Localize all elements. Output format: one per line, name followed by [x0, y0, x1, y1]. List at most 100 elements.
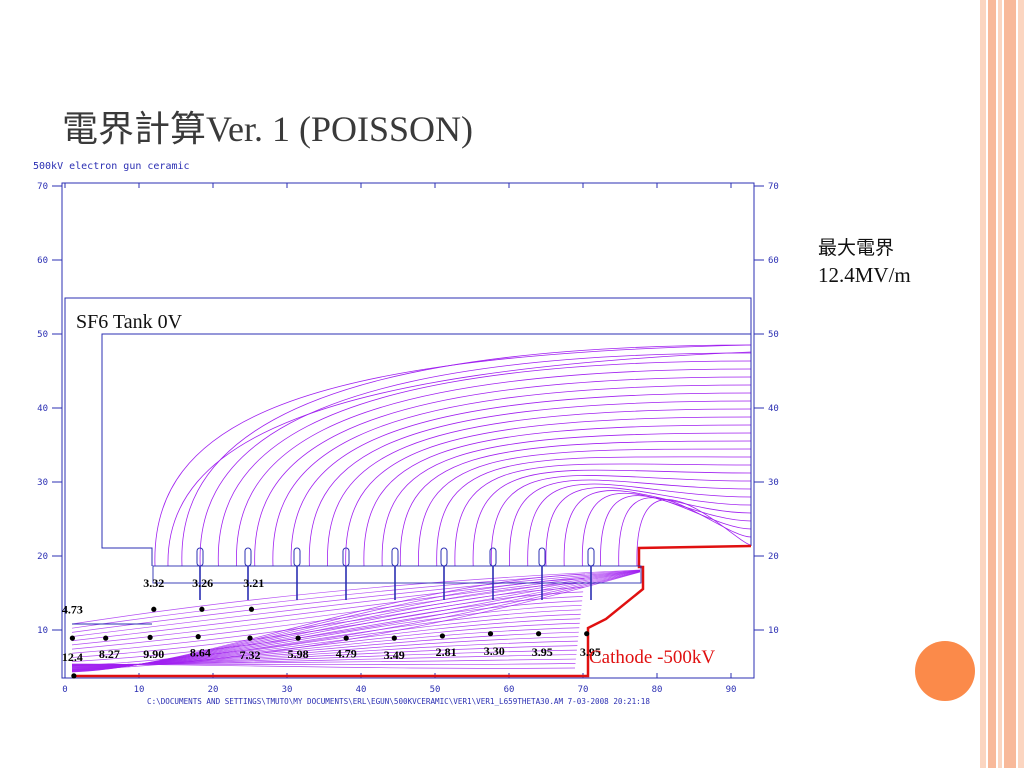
- field-marker-dot: [71, 673, 77, 679]
- field-line: [418, 448, 752, 567]
- x-tick-label: 60: [504, 685, 515, 695]
- field-line: [272, 384, 752, 567]
- field-line: [254, 376, 752, 567]
- field-line: [363, 424, 752, 567]
- field-line: [71, 569, 641, 625]
- x-tick-label: 20: [208, 685, 219, 695]
- field-line: [181, 344, 752, 567]
- electrode-ring: [440, 547, 448, 567]
- decorative-orange-circle: [915, 641, 975, 701]
- field-marker-dot: [247, 635, 253, 641]
- slide-title: 電界計算Ver. 1 (POISSON): [62, 109, 474, 149]
- x-tick-label: 70: [578, 685, 589, 695]
- field-value-label: 12.4: [62, 650, 83, 664]
- y-tick-label: 10: [768, 626, 779, 636]
- tank-label: SF6 Tank 0V: [76, 311, 183, 333]
- cathode-label: Cathode -500kV: [589, 647, 715, 668]
- x-tick-label: 50: [430, 685, 441, 695]
- deco-stripe: [1004, 0, 1016, 768]
- inner-tank-boundary: [101, 333, 751, 566]
- x-tick-label: 80: [652, 685, 663, 695]
- y-tick-label: 60: [768, 256, 779, 266]
- field-marker-dot: [195, 634, 201, 640]
- field-line: [71, 663, 576, 669]
- field-line: [217, 360, 752, 567]
- field-value-label: 3.26: [192, 576, 213, 590]
- geometry: [64, 297, 752, 678]
- y-tick-label: 30: [768, 478, 779, 488]
- field-line: [509, 479, 752, 567]
- field-line: [545, 487, 752, 567]
- field-value-label: 4.79: [336, 646, 357, 660]
- field-lines: [71, 344, 752, 673]
- field-marker-dot: [295, 635, 301, 641]
- field-marker-dot: [343, 635, 349, 641]
- sf6-tank-outline: [64, 297, 752, 677]
- electrode-ring: [391, 547, 399, 567]
- field-marker-dot: [69, 635, 75, 641]
- y-tick-label: 50: [768, 330, 779, 340]
- field-value-label: 8.64: [190, 646, 211, 660]
- field-line: [236, 368, 752, 567]
- field-line: [71, 570, 641, 654]
- field-line: [472, 469, 752, 567]
- field-line: [71, 569, 641, 629]
- x-tick-label: 0: [62, 685, 67, 695]
- field-line: [71, 571, 641, 671]
- field-line: [327, 408, 752, 567]
- electrode-ring: [587, 547, 595, 567]
- field-value-label: 3.21: [243, 576, 264, 590]
- y-tick-label: 70: [768, 182, 779, 192]
- field-line: [381, 432, 752, 567]
- field-value-label: 3.95: [580, 645, 601, 659]
- max-field-value: 12.4MV/m: [818, 263, 911, 287]
- field-line: [308, 400, 752, 567]
- x-tick-label: 40: [356, 685, 367, 695]
- x-tick-label: 10: [134, 685, 145, 695]
- y-tick-label: 30: [37, 478, 48, 488]
- y-tick-label: 70: [37, 182, 48, 192]
- field-value-label: 3.30: [484, 644, 505, 658]
- field-marker-dot: [391, 635, 397, 641]
- field-line: [290, 392, 752, 567]
- electrode-ring: [293, 547, 301, 567]
- field-marker-dot: [584, 631, 590, 637]
- plot-footer: C:\DOCUMENTS AND SETTINGS\TMUTO\MY DOCUM…: [147, 697, 650, 706]
- field-line: [167, 351, 752, 567]
- field-line: [71, 571, 641, 662]
- field-marker-dot: [536, 631, 542, 637]
- field-line: [563, 490, 752, 567]
- plot-header: 500kV electron gun ceramic: [33, 161, 190, 172]
- field-line: [71, 570, 641, 646]
- field-marker-dot: [151, 606, 157, 612]
- field-line: [154, 344, 752, 567]
- cathode-outline: [72, 544, 752, 678]
- field-value-label: 4.73: [62, 603, 83, 617]
- field-line: [71, 571, 641, 667]
- y-tick-label: 60: [37, 256, 48, 266]
- y-tick-label: 10: [37, 626, 48, 636]
- field-line: [490, 475, 752, 567]
- field-value-label: 3.32: [143, 576, 164, 590]
- field-line: [71, 570, 641, 633]
- field-value-label: 5.98: [288, 647, 309, 661]
- plot-frame: [61, 182, 755, 679]
- field-line: [71, 570, 641, 637]
- field-line: [71, 570, 641, 650]
- y-tick-label: 50: [37, 330, 48, 340]
- field-line: [581, 492, 752, 567]
- electrode-ring: [244, 547, 252, 567]
- x-tick-label: 90: [726, 685, 737, 695]
- field-line: [399, 440, 752, 567]
- field-value-label: 8.27: [99, 647, 120, 661]
- field-marker-dot: [103, 635, 109, 641]
- field-line: [345, 416, 752, 567]
- field-value-label: 3.49: [384, 648, 405, 662]
- field-line: [527, 483, 752, 567]
- y-tick-label: 40: [768, 404, 779, 414]
- field-line: [71, 570, 641, 642]
- field-value-label: 2.81: [436, 645, 457, 659]
- y-tick-label: 40: [37, 404, 48, 414]
